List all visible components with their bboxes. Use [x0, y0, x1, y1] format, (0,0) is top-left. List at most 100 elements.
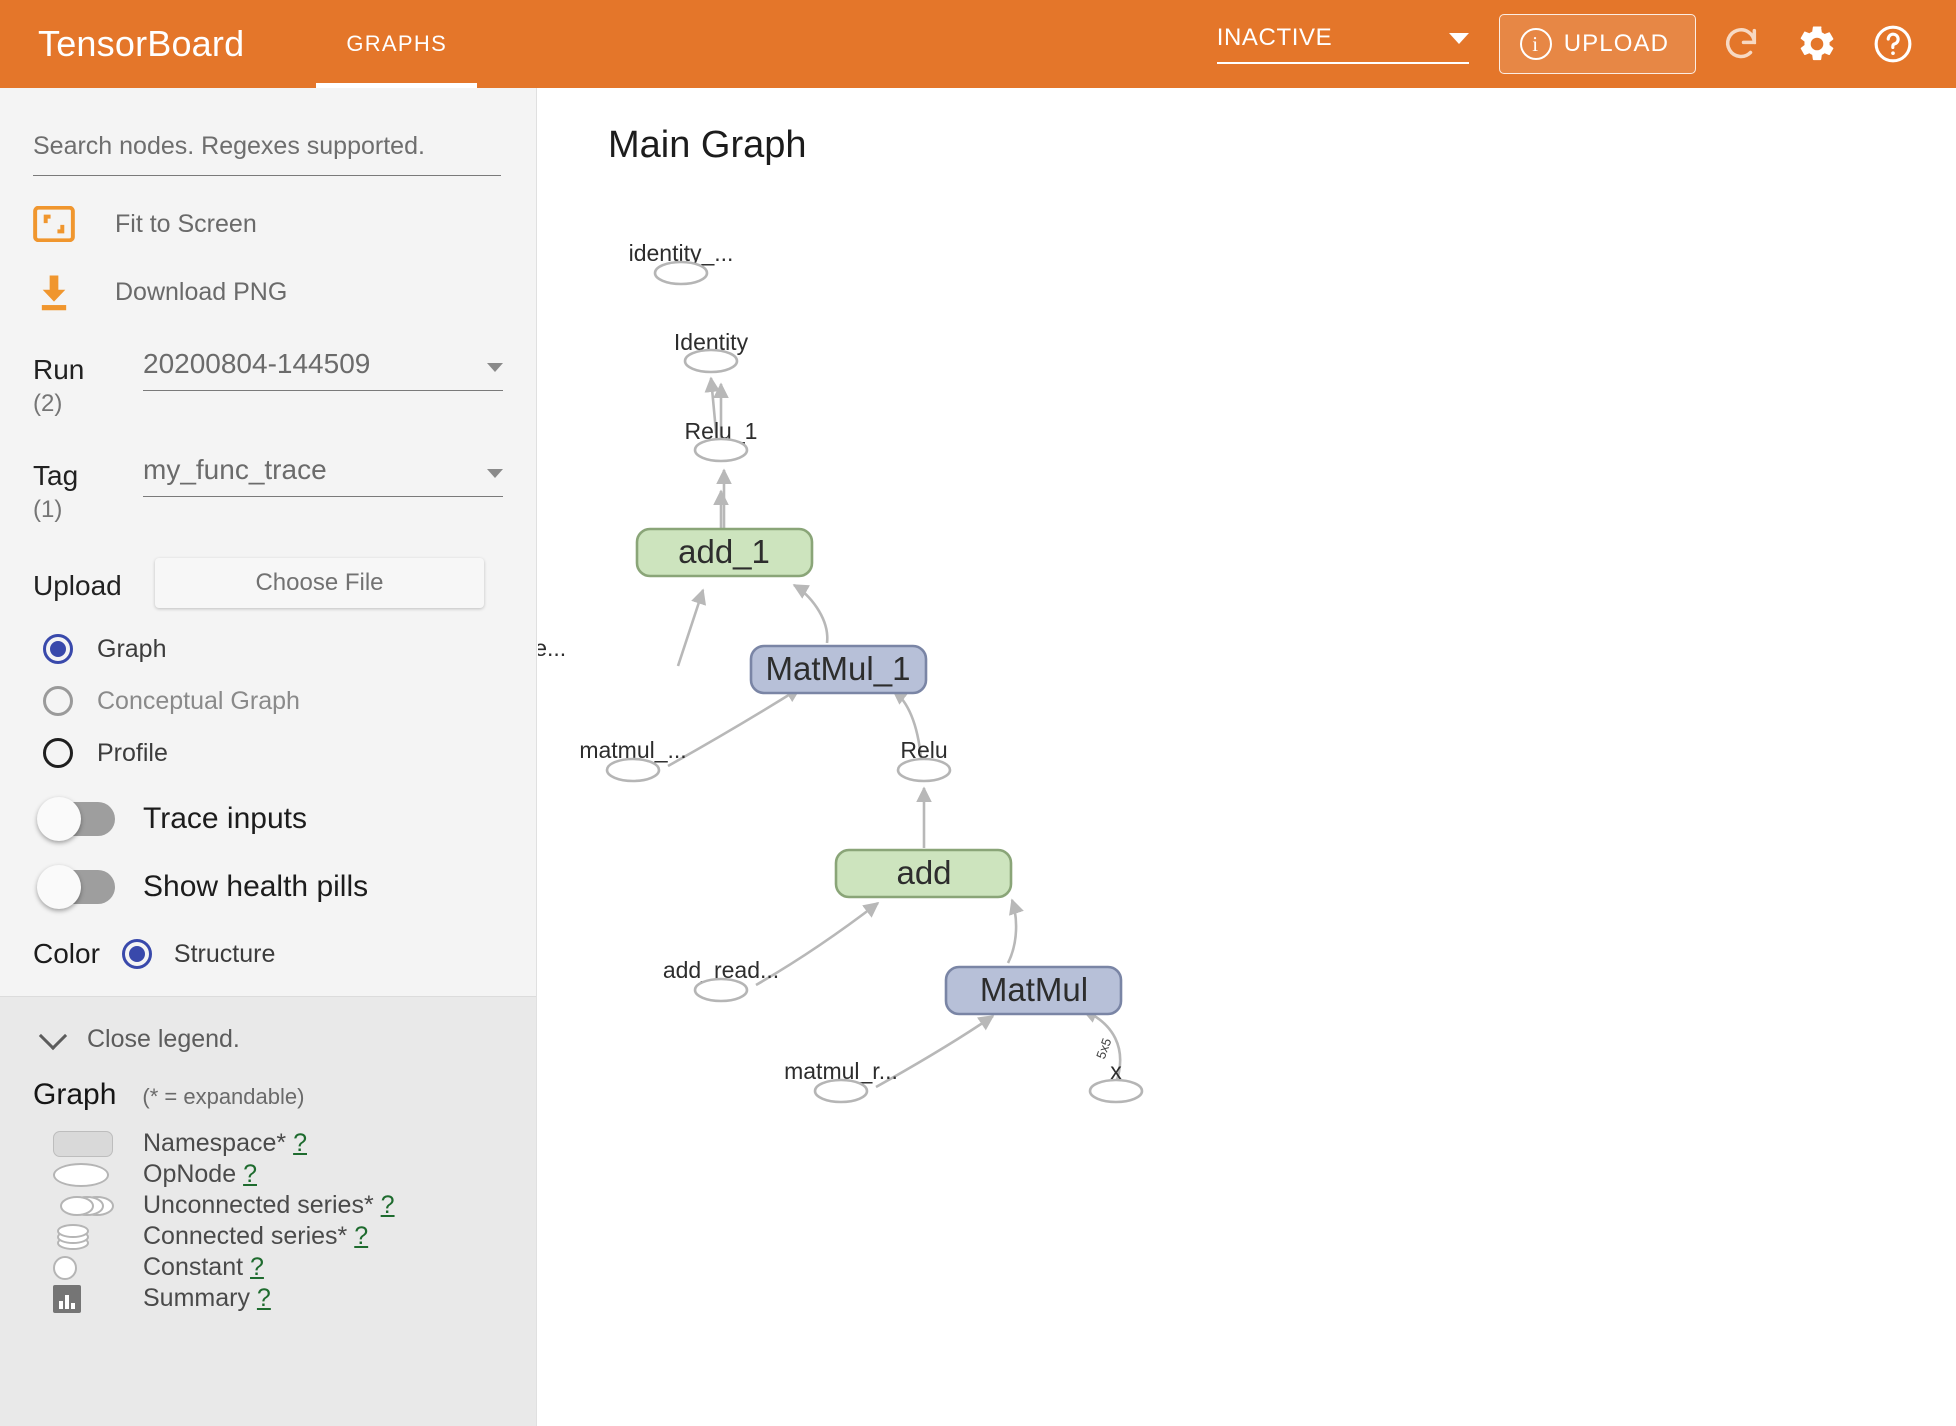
run-select[interactable]: 20200804-144509 — [143, 348, 503, 391]
toggle-trace-inputs-switch — [37, 797, 115, 841]
node-relu[interactable]: Relu — [896, 737, 952, 783]
node-matmul[interactable]: MatMul — [944, 965, 1123, 1016]
help-icon[interactable] — [1862, 13, 1924, 75]
search-field — [33, 132, 503, 176]
legend-item: Unconnected series* ? — [33, 1190, 503, 1221]
node-label: x — [1110, 1058, 1122, 1084]
download-png-button[interactable]: Download PNG — [33, 272, 503, 312]
top-bar-actions: INACTIVE i UPLOAD — [1216, 13, 1956, 75]
upload-button[interactable]: i UPLOAD — [1498, 14, 1696, 74]
help-link[interactable]: ? — [250, 1253, 264, 1281]
constant-symbol-icon — [33, 1255, 143, 1280]
tab-graphs[interactable]: GRAPHS — [316, 0, 477, 88]
chevron-down-icon — [487, 469, 503, 478]
graph-svg: identity_... Identity Relu_1 add_1_re... — [538, 240, 1144, 1104]
toggle-show-health-pills[interactable]: Show health pills — [33, 865, 503, 909]
opnode-symbol-icon — [33, 1162, 143, 1187]
legend-subtitle: (* = expandable) — [142, 1084, 305, 1109]
tag-select-value: my_func_trace — [143, 454, 327, 485]
help-link[interactable]: ? — [243, 1160, 257, 1188]
legend-item-label: Connected series* — [143, 1222, 348, 1250]
legend-item-label: Namespace* — [143, 1129, 287, 1157]
toggle-show-health-pills-switch — [37, 865, 115, 909]
node-identity-out[interactable]: identity_... — [629, 240, 734, 286]
legend-item-label: OpNode — [143, 1160, 237, 1188]
toggle-trace-inputs-label: Trace inputs — [143, 802, 307, 835]
radio-structure-indicator[interactable] — [121, 939, 152, 969]
fit-to-screen-button[interactable]: Fit to Screen — [33, 206, 503, 242]
node-x[interactable]: x — [1088, 1058, 1144, 1104]
toggle-trace-inputs[interactable]: Trace inputs — [33, 797, 503, 841]
close-legend-button[interactable]: Close legend. — [33, 1021, 503, 1054]
graph-canvas[interactable]: Main Graph — [538, 88, 1956, 1426]
status-select-value: INACTIVE — [1216, 24, 1333, 51]
upload-button-label: UPLOAD — [1563, 30, 1669, 57]
help-link[interactable]: ? — [293, 1129, 307, 1157]
color-label: Color — [33, 938, 100, 969]
node-label: add_1_re... — [538, 635, 566, 661]
fit-to-screen-label: Fit to Screen — [115, 209, 257, 238]
status-select[interactable]: INACTIVE — [1216, 24, 1469, 64]
edge-label: 5x5 — [1093, 1036, 1114, 1061]
search-input[interactable] — [33, 132, 501, 176]
tag-count: (1) — [33, 496, 63, 523]
node-matmul-read[interactable]: matmul_r... — [784, 1058, 898, 1104]
legend-item-label: Unconnected series* — [143, 1191, 374, 1219]
chevron-down-icon — [487, 363, 503, 372]
node-label: add_1 — [678, 533, 770, 570]
radio-conceptual-graph-indicator — [43, 686, 73, 716]
summary-symbol-icon — [33, 1284, 143, 1313]
legend-title: Graph — [33, 1078, 117, 1111]
chevron-down-icon — [38, 1021, 68, 1050]
node-identity[interactable]: Identity — [674, 329, 749, 374]
choose-file-button[interactable]: Choose File — [155, 558, 484, 608]
legend-header: Graph (* = expandable) — [33, 1078, 503, 1112]
legend-item: Summary ? — [33, 1283, 503, 1314]
toggle-show-health-pills-label: Show health pills — [143, 870, 369, 903]
refresh-icon[interactable] — [1710, 13, 1772, 75]
node-matmul-1-read[interactable]: matmul_... — [579, 737, 687, 783]
node-add-read[interactable]: add_read... — [663, 957, 779, 1003]
legend-panel: Close legend. Graph (* = expandable) Nam… — [0, 996, 536, 1426]
node-matmul-1[interactable]: MatMul_1 — [749, 644, 928, 695]
graph-nodes: identity_... Identity Relu_1 add_1_re... — [538, 240, 1144, 1104]
node-label: MatMul — [980, 971, 1088, 1008]
node-relu-1[interactable]: Relu_1 — [685, 418, 758, 463]
node-add-1[interactable]: add_1 — [635, 527, 814, 578]
download-icon — [33, 272, 79, 312]
legend-item: Namespace* ? — [33, 1128, 503, 1159]
help-link[interactable]: ? — [354, 1222, 369, 1250]
run-field: Run (2) 20200804-144509 — [33, 348, 503, 418]
gear-icon[interactable] — [1786, 13, 1848, 75]
close-legend-label: Close legend. — [87, 1025, 240, 1053]
legend-items: Namespace* ? OpNode ? — [33, 1128, 503, 1314]
namespace-symbol-icon — [33, 1130, 143, 1157]
help-link[interactable]: ? — [256, 1284, 271, 1312]
run-select-value: 20200804-144509 — [143, 348, 371, 379]
download-png-label: Download PNG — [115, 277, 288, 306]
radio-profile[interactable]: Profile — [33, 738, 503, 768]
legend-item-label: Summary — [143, 1284, 250, 1312]
tag-select[interactable]: my_func_trace — [143, 454, 503, 497]
node-add[interactable]: add — [834, 848, 1013, 899]
radio-conceptual-graph-label: Conceptual Graph — [97, 686, 300, 715]
color-structure-label: Structure — [173, 939, 276, 968]
legend-item-label: Constant — [143, 1253, 244, 1281]
help-link[interactable]: ? — [380, 1191, 395, 1219]
legend-item: Connected series* ? — [33, 1221, 503, 1252]
nav-tabs: GRAPHS — [316, 0, 477, 88]
upload-label: Upload — [33, 570, 122, 601]
radio-conceptual-graph[interactable]: Conceptual Graph — [33, 686, 503, 716]
top-bar: TensorBoard GRAPHS INACTIVE i UPLOAD — [0, 0, 1956, 88]
node-label: add — [896, 854, 951, 891]
connected-series-symbol-icon — [33, 1222, 143, 1252]
run-label: Run — [33, 354, 85, 385]
node-add-1-read[interactable]: add_1_re... — [538, 635, 566, 679]
radio-graph[interactable]: Graph — [33, 634, 503, 664]
node-label: MatMul_1 — [766, 650, 911, 687]
color-section: Color Structure — [33, 938, 503, 996]
radio-graph-indicator — [43, 634, 73, 664]
unconnected-series-symbol-icon — [33, 1192, 143, 1220]
info-circle-icon: i — [1519, 28, 1552, 60]
sidebar: Fit to Screen Download PNG Run (2) — [0, 88, 537, 1426]
